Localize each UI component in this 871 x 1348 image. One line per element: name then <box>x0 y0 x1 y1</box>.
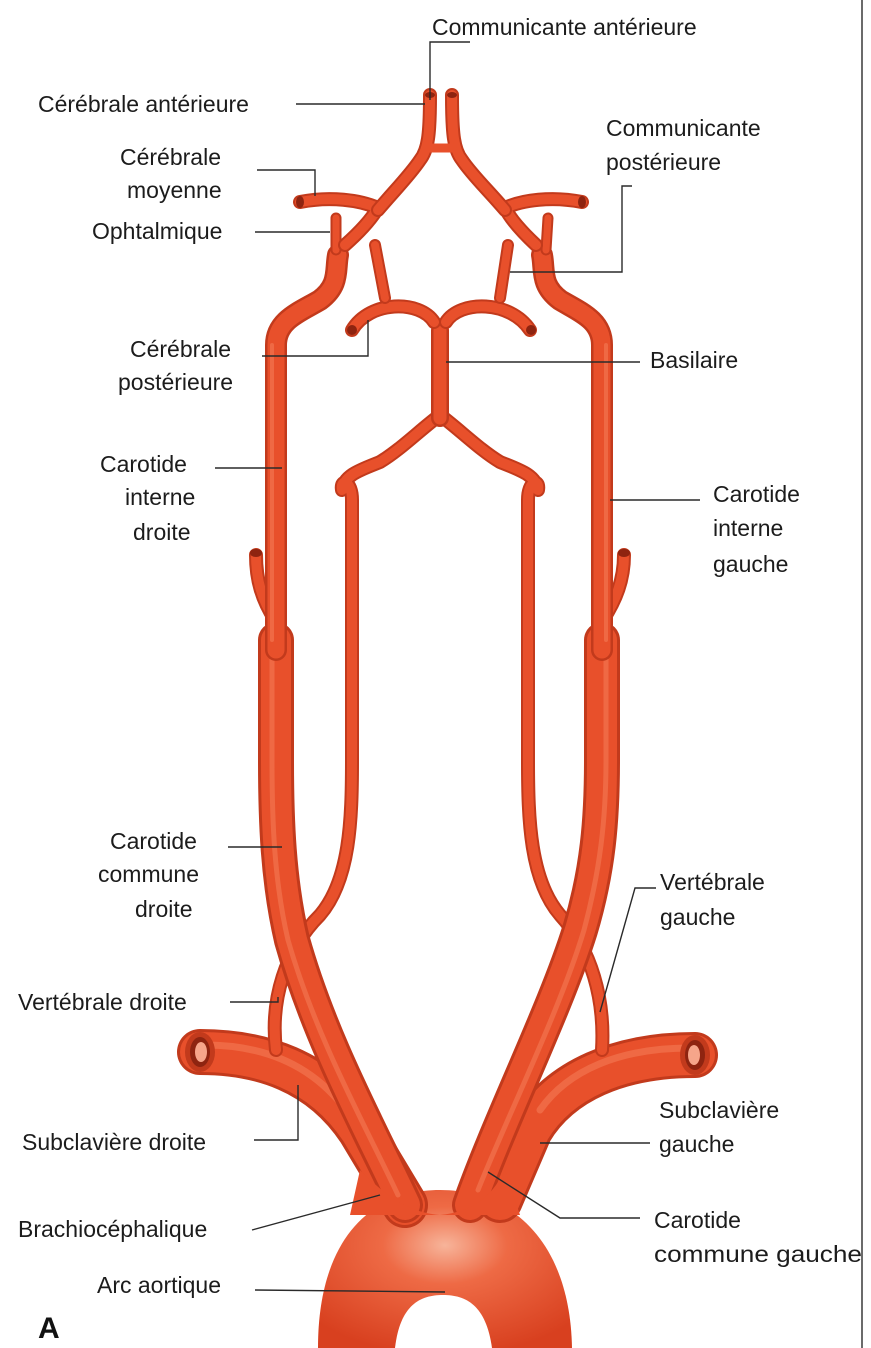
label-carotide-interne-gauche-2: interne <box>713 515 783 541</box>
label-communicante-anterieure: Communicante antérieure <box>432 14 697 40</box>
label-cerebrale-moyenne-1: Cérébrale <box>120 144 221 170</box>
label-carotide-interne-droite-3: droite <box>133 519 191 545</box>
label-cerebrale-anterieure: Cérébrale antérieure <box>38 91 249 117</box>
label-vertebrale-gauche-2: gauche <box>660 904 735 930</box>
label-carotide-commune-droite-3: droite <box>135 896 193 922</box>
label-carotide-interne-droite-1: Carotide <box>100 451 187 477</box>
label-communicante-posterieure-2: postérieure <box>606 149 721 175</box>
label-cerebrale-moyenne-2: moyenne <box>127 177 222 203</box>
label-carotide-commune-gauche-2: commune gauche <box>654 1241 862 1267</box>
label-subclaviere-gauche-2: gauche <box>659 1131 734 1157</box>
label-brachiocephalique: Brachiocéphalique <box>18 1216 207 1242</box>
label-carotide-commune-droite-1: Carotide <box>110 828 197 854</box>
label-carotide-commune-droite-2: commune <box>98 861 199 887</box>
label-carotide-commune-gauche-1: Carotide <box>654 1207 741 1233</box>
label-ophtalmique: Ophtalmique <box>92 218 222 244</box>
label-vertebrale-gauche-1: Vertébrale <box>660 869 765 895</box>
label-communicante-posterieure-1: Communicante <box>606 115 761 141</box>
label-basilaire: Basilaire <box>650 347 738 373</box>
label-carotide-interne-gauche-3: gauche <box>713 551 788 577</box>
external-carotid-stumps <box>250 549 630 620</box>
label-subclaviere-gauche-1: Subclavière <box>659 1097 779 1123</box>
label-arc-aortique: Arc aortique <box>97 1272 221 1298</box>
posterior-communicating <box>375 245 508 298</box>
label-cerebrale-posterieure-2: postérieure <box>118 369 233 395</box>
figure-letter: A <box>38 1312 60 1345</box>
label-vertebrale-droite: Vertébrale droite <box>18 989 187 1015</box>
label-carotide-interne-droite-2: interne <box>125 484 195 510</box>
internal-carotid-left <box>542 255 606 650</box>
label-cerebrale-posterieure-1: Cérébrale <box>130 336 231 362</box>
internal-carotid-right <box>272 255 338 650</box>
label-subclaviere-droite: Subclavière droite <box>22 1129 206 1155</box>
label-carotide-interne-gauche-1: Carotide <box>713 481 800 507</box>
